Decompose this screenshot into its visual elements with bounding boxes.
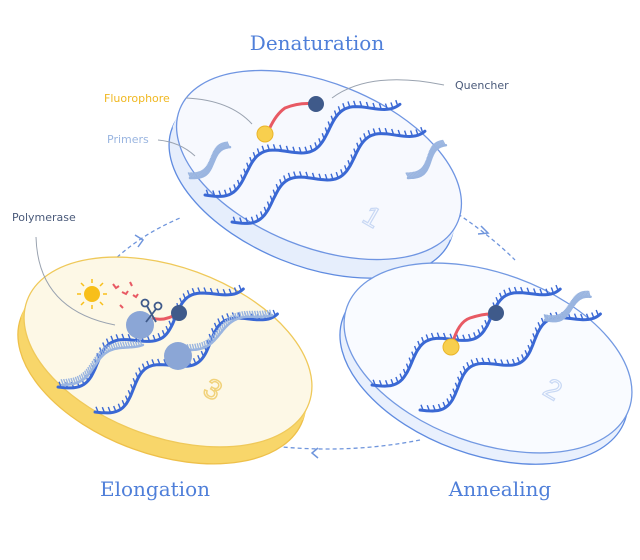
- primer-strand: [187, 141, 232, 180]
- dna-strands: [56, 99, 602, 415]
- primer-strand: [405, 139, 448, 180]
- polymerase-label: Polymerase: [12, 211, 76, 224]
- dna-strand: [370, 284, 562, 388]
- quencher-dot: [488, 305, 504, 321]
- disk-denaturation: [168, 69, 463, 279]
- arrow-annealing-to-elongation: [229, 439, 421, 450]
- probe-denaturation: [256, 96, 324, 143]
- primer-strand: [183, 309, 274, 352]
- probe-annealing: [442, 305, 504, 356]
- callout-lines: [35, 79, 445, 326]
- quencher-dot: [308, 96, 324, 112]
- stage-title-elongation: Elongation: [100, 477, 210, 501]
- stage-title-denaturation: Denaturation: [250, 31, 385, 55]
- sun-icon: [77, 279, 107, 309]
- primers-label: Primers: [107, 133, 149, 146]
- fluorophore-label: Fluorophore: [104, 92, 170, 105]
- dna-strand: [203, 99, 402, 198]
- quencher-dot: [171, 305, 187, 321]
- dna-strand: [230, 126, 427, 225]
- stage-title-annealing: Annealing: [448, 477, 552, 501]
- primer-strand: [60, 339, 145, 387]
- fluorophore-dot: [442, 338, 460, 356]
- quencher-label: Quencher: [455, 79, 509, 92]
- scissors-icon: [140, 298, 163, 323]
- polymerase-blob: [164, 342, 192, 370]
- polymerase-blob: [126, 311, 154, 339]
- arrow-elongation-to-denaturation: [111, 217, 181, 263]
- arrow-denaturation-to-annealing: [451, 209, 516, 261]
- fluorophore-dot: [256, 125, 274, 143]
- cleaved-probe-fragments: [112, 281, 139, 309]
- primer-strand: [543, 290, 592, 323]
- arrow-heads: [134, 225, 490, 459]
